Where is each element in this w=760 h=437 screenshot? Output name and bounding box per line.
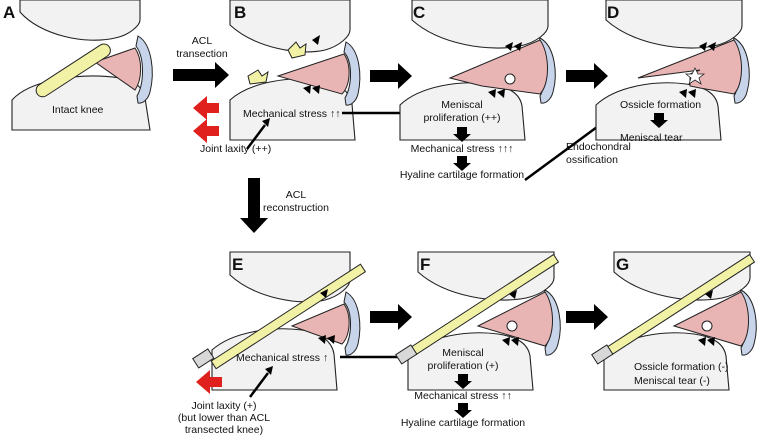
panel-f: F Meniscal proliferation (+) Mechanical …: [395, 251, 561, 429]
meniscal-prolif-f-label-2: proliferation (+): [428, 360, 499, 372]
joint-laxity-e-label-1: Joint laxity (+): [191, 400, 256, 412]
panel-d: D Ossicle formation Meniscal tear: [595, 0, 750, 144]
joint-laxity-e-label-3: transected knee): [185, 424, 263, 436]
panel-c: C Meniscal proliferation (++) Mechanical…: [399, 0, 631, 182]
mech-stress-b-label: Mechanical stress ↑↑: [243, 108, 340, 120]
arrow-b-c: [370, 63, 412, 89]
intact-knee-label: Intact knee: [52, 104, 104, 116]
mech-stress-f-label: Mechanical stress ↑↑: [414, 390, 511, 402]
endochondral-label-1: Endochondral: [566, 141, 631, 153]
arrow-acl-reconstruction: ACL reconstruction: [240, 178, 329, 233]
hyaline-f-label: Hyaline cartilage formation: [401, 417, 525, 429]
panel-e: E Mechanical stress ↑ Joint laxity (+) (…: [178, 251, 433, 436]
arrow-f-g: [566, 304, 608, 330]
acl-recon-label-1: ACL: [286, 189, 307, 201]
panel-label-b: B: [234, 3, 246, 22]
mech-stress-c-label: Mechanical stress ↑↑↑: [411, 143, 514, 155]
mech-stress-e-label: Mechanical stress ↑: [236, 352, 328, 364]
endochondral-label-2: ossification: [566, 154, 618, 166]
panel-label-a: A: [3, 3, 15, 22]
acl-transection-label-2: transection: [176, 48, 228, 60]
laxity-arrow-b2: [193, 119, 219, 143]
panel-label-c: C: [413, 3, 425, 22]
panel-label-e: E: [232, 255, 243, 274]
arrow-c-d: [566, 63, 608, 89]
panel-a: A Intact knee: [3, 0, 153, 131]
joint-laxity-b-label: Joint laxity (++): [200, 143, 271, 155]
panel-label-f: F: [420, 255, 430, 274]
ossicle-g-label: Ossicle formation (-): [634, 361, 729, 373]
meniscal-prolif-f-label-1: Meniscal: [442, 347, 483, 359]
arrow-e-f: [370, 304, 412, 330]
ossicle-d-label: Ossicle formation: [620, 99, 701, 111]
panel-label-d: D: [607, 3, 619, 22]
panel-g: G Ossicle formation (-) Meniscal tear (-…: [591, 251, 757, 391]
meniscal-tear-g-label: Meniscal tear (-): [634, 375, 710, 387]
panel-b: B Mechanical stress ↑↑ Joint laxity (++): [193, 0, 436, 155]
panel-label-g: G: [616, 255, 629, 274]
laxity-arrow-e: [196, 370, 222, 394]
joint-laxity-e-label-2: (but lower than ACL: [178, 412, 270, 424]
meniscal-prolif-c-label-1: Meniscal: [441, 99, 482, 111]
acl-transection-label-1: ACL: [192, 35, 213, 47]
hyaline-c-label: Hyaline cartilage formation: [400, 169, 524, 181]
meniscal-prolif-c-label-2: proliferation (++): [423, 112, 500, 124]
acl-recon-label-2: reconstruction: [263, 202, 329, 214]
meniscal-tear-d-label: Meniscal tear: [620, 132, 683, 144]
laxity-arrow-b1: [193, 96, 219, 120]
arrow-acl-transection: ACL transection: [173, 35, 229, 88]
